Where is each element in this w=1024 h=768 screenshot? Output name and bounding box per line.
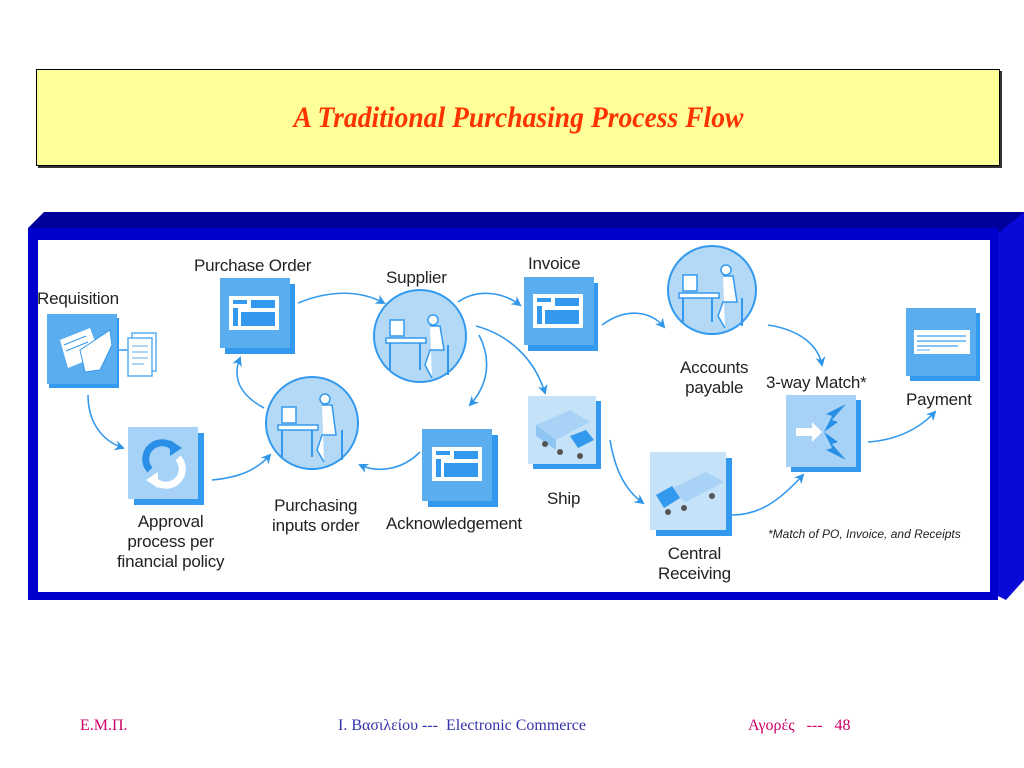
invoice-icon xyxy=(524,277,598,351)
label-central-receiving: Central Receiving xyxy=(658,544,731,583)
arrow-supplier-ack xyxy=(468,334,488,407)
label-invoice: Invoice xyxy=(528,254,581,273)
arrow-po-supplier xyxy=(297,292,386,304)
arrow-supplier-ship xyxy=(475,325,548,395)
footer-author-course: Ι. Βασιλείου --- Electronic Commerce xyxy=(338,717,586,734)
flow-arrows xyxy=(87,292,937,516)
footer-institution: Ε.Μ.Π. xyxy=(80,717,128,734)
footnote-three-way-match: *Match of PO, Invoice, and Receipts xyxy=(768,527,961,541)
label-purchase-order: Purchase Order xyxy=(194,256,312,275)
arrow-receiving-match xyxy=(731,473,805,516)
purchasing-person-icon xyxy=(265,376,359,470)
slide-title: A Traditional Purchasing Process Flow xyxy=(293,100,743,134)
label-requisition: Requisition xyxy=(37,289,119,308)
central-receiving-truck-icon xyxy=(650,452,732,536)
three-way-match-icon xyxy=(786,395,861,472)
arrow-invoice-ap xyxy=(601,312,666,329)
label-supplier: Supplier xyxy=(386,268,447,287)
arrow-ship-receiving xyxy=(609,439,645,505)
payment-check-icon xyxy=(906,308,980,381)
arrow-approval-purchasing xyxy=(211,453,272,481)
arrow-purchasing-po xyxy=(232,356,265,409)
frame-right-bevel xyxy=(990,212,1024,600)
label-payment: Payment xyxy=(906,390,972,409)
purchase-order-icon xyxy=(220,278,295,354)
title-box: A Traditional Purchasing Process Flow xyxy=(36,69,1000,166)
accounts-payable-person-icon xyxy=(667,245,757,335)
footer-section-page: Αγορές --- 48 xyxy=(748,717,851,734)
arrow-ack-purchasing xyxy=(358,451,421,473)
arrow-supplier-invoice xyxy=(457,292,522,307)
arrow-ap-match xyxy=(767,324,826,367)
requisition-icon xyxy=(47,314,157,388)
arrow-requisition-approval xyxy=(87,394,125,451)
arrow-match-payment xyxy=(867,410,937,443)
approval-cycle-icon xyxy=(128,427,204,505)
label-accounts-payable: Accounts payable xyxy=(680,358,749,397)
label-approval: Approval process per financial policy xyxy=(117,512,225,571)
acknowledgement-icon xyxy=(422,429,498,507)
label-purchasing: Purchasing inputs order xyxy=(272,496,360,535)
label-ship: Ship xyxy=(547,489,581,508)
ship-truck-icon xyxy=(528,396,601,469)
supplier-person-icon xyxy=(373,289,467,383)
label-three-way-match: 3-way Match* xyxy=(766,373,867,392)
label-acknowledgement: Acknowledgement xyxy=(386,514,522,533)
